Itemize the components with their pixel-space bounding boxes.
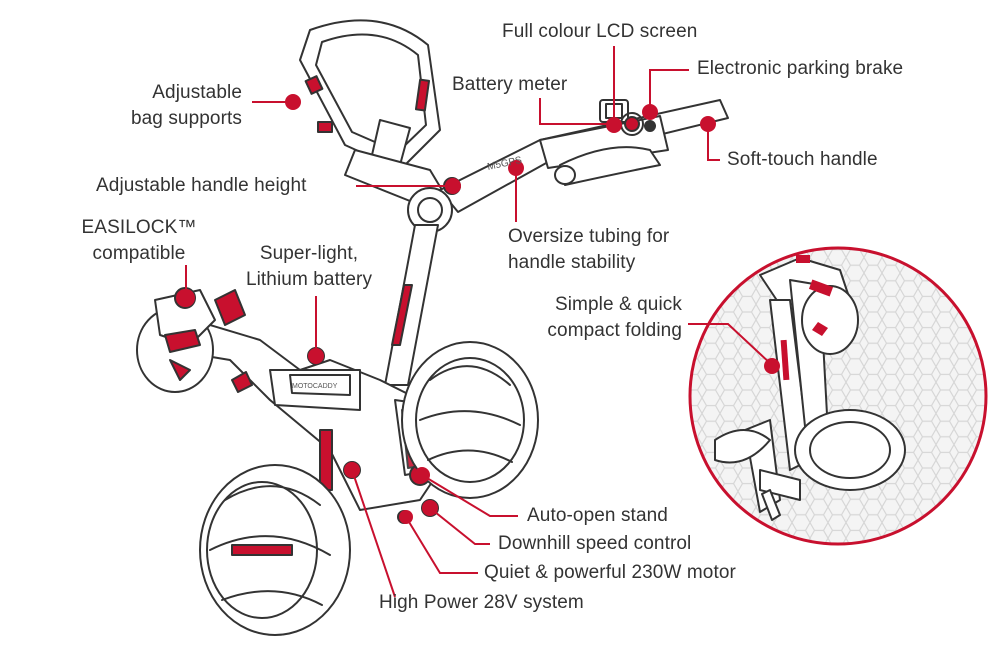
dot-battery-meter (606, 117, 622, 133)
easilock-bracket (136, 287, 246, 393)
label-soft-touch-handle: Soft-touch handle (727, 149, 878, 170)
label-bag-supports: Adjustable bag supports (130, 82, 242, 129)
dot-power-system (344, 462, 360, 478)
leader-downhill-control (429, 507, 490, 545)
callout-dots (177, 94, 780, 524)
callout-lines (185, 46, 773, 598)
battery-brand-mark: MOTOCADDY (292, 383, 338, 390)
rear-wheel (401, 341, 539, 499)
dot-easilock (177, 289, 195, 307)
bag-support-hoop (299, 19, 449, 206)
label-oversize-tubing: Oversize tubing for handle stability (508, 226, 670, 273)
folded-trolley-accents (780, 255, 834, 381)
leader-motor (405, 516, 478, 574)
label-power-system: High Power 28V system (379, 592, 584, 613)
label-easilock: EASILOCK™ compatible (81, 217, 197, 264)
label-lcd-screen: Full colour LCD screen (502, 21, 698, 42)
leader-battery-meter (539, 98, 610, 125)
label-battery-meter: Battery meter (452, 74, 568, 95)
leader-power-system (351, 469, 396, 598)
label-parking-brake: Electronic parking brake (697, 58, 904, 79)
dot-handle-height (445, 178, 461, 194)
leader-compact-folding (688, 323, 773, 366)
folded-trolley-inset (688, 246, 988, 546)
dot-oversize-tubing (508, 160, 524, 176)
leader-soft-touch-handle (707, 124, 720, 161)
leader-parking-brake (649, 69, 689, 112)
label-auto-open-stand: Auto-open stand (527, 505, 668, 526)
leader-auto-open-stand (421, 474, 518, 517)
dot-auto-open-stand (414, 467, 430, 483)
label-lithium-battery: Super-light, Lithium battery (245, 243, 373, 290)
dot-compact-folding (764, 358, 780, 374)
inset-circle-border (688, 246, 988, 546)
front-wheel (199, 464, 351, 636)
label-handle-height: Adjustable handle height (96, 175, 307, 196)
label-downhill-control: Downhill speed control (498, 533, 692, 554)
main-trolley (136, 19, 729, 636)
dot-motor (399, 510, 413, 524)
label-compact-folding: Simple & quick compact folding (547, 294, 682, 341)
dot-parking-brake (642, 104, 658, 120)
handle-arm (439, 99, 729, 213)
dot-lithium-battery (308, 348, 324, 364)
label-motor: Quiet & powerful 230W motor (484, 562, 736, 583)
dot-soft-touch-handle (700, 116, 716, 132)
dot-bag-supports (285, 94, 301, 110)
dot-downhill-control (422, 500, 438, 516)
